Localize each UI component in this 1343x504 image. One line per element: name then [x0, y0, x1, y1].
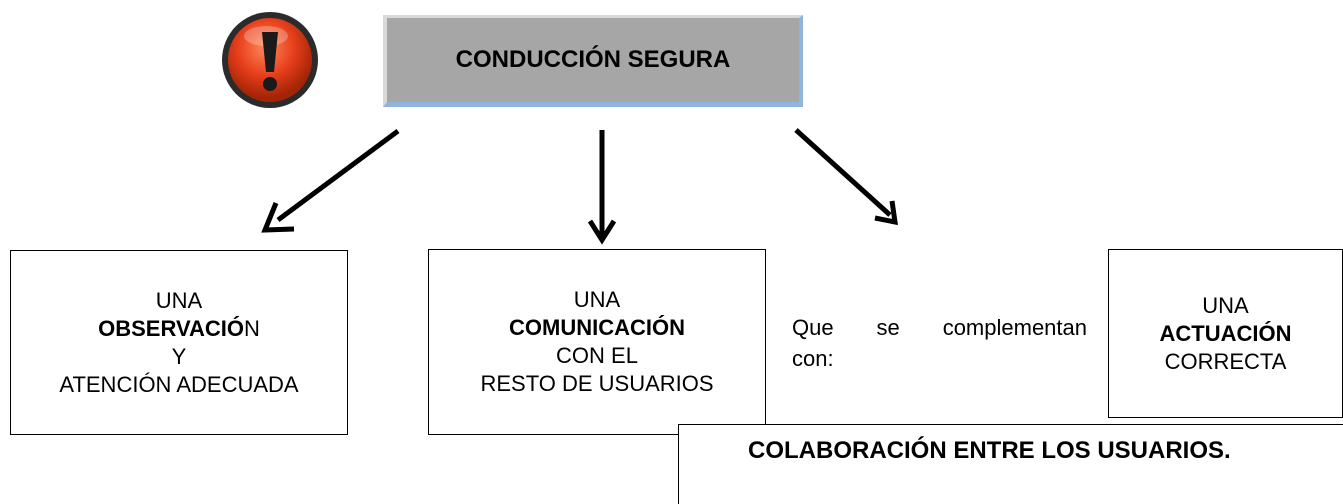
title-text: CONDUCCIÓN SEGURA [455, 46, 731, 73]
action-line2: ACTUACIÓN [1160, 320, 1292, 348]
action-line1: UNA [1202, 292, 1249, 318]
observation-line3: Y [171, 343, 187, 369]
warning-icon [222, 12, 318, 108]
observation-rest: N [244, 315, 260, 341]
arrow-left-head [261, 202, 295, 233]
observation-line4: ATENCIÓN ADECUADA [59, 371, 299, 397]
title-box: CONDUCCIÓN SEGURA [383, 15, 803, 107]
arrow-left [276, 128, 400, 223]
communication-line4: RESTO DE USUARIOS [480, 371, 714, 396]
observation-box: UNA OBSERVACIÓN Y ATENCIÓN ADECUADA [10, 250, 348, 435]
communication-bold: COMUNICACIÓN [509, 315, 685, 340]
communication-line2: COMUNICACIÓN [509, 314, 685, 342]
action-line3: CORRECTA [1164, 348, 1287, 374]
observation-line2: OBSERVACIÓN [98, 315, 260, 343]
arrow-right [794, 128, 892, 217]
communication-line3: CON EL [556, 343, 638, 368]
arrow-center-head [587, 219, 617, 245]
observation-line1: UNA [155, 287, 203, 313]
collaboration-text: COLABORACIÓN ENTRE LOS USUARIOS. [748, 437, 1231, 464]
arrow-right-head [874, 200, 898, 226]
communication-line1: UNA [573, 287, 621, 312]
complement-line1: Que se complementan [792, 315, 1087, 340]
complement-line2: con: [792, 346, 834, 371]
observation-bold: OBSERVACIÓ [98, 315, 244, 341]
complement-text: Que se complementan con: [792, 312, 1087, 374]
communication-box: UNA COMUNICACIÓN CON EL RESTO DE USUARIO… [428, 249, 766, 435]
action-box: UNA ACTUACIÓN CORRECTA [1108, 249, 1343, 418]
action-bold: ACTUACIÓN [1159, 320, 1292, 346]
